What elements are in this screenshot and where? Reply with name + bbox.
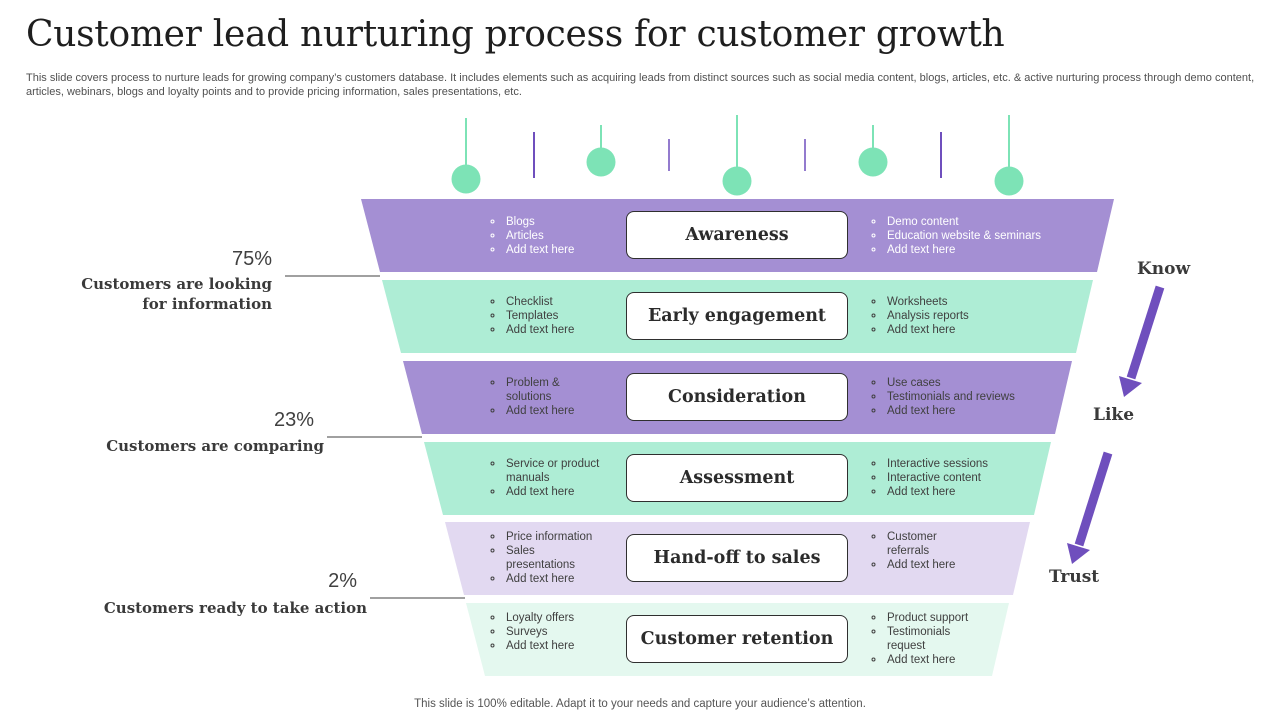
arrow-know-to-like [1119, 285, 1165, 397]
pin-dot [586, 147, 616, 177]
list-item: Add text here [504, 243, 626, 257]
pin-dot [451, 164, 481, 194]
list-item: Testimonials and reviews [885, 390, 1075, 404]
list-item: Sales presentations [504, 544, 604, 572]
footer-note: This slide is 100% editable. Adapt it to… [414, 698, 866, 710]
pin-dot [858, 147, 888, 177]
list-item: Demo content [885, 215, 1075, 229]
list-item: Interactive content [885, 471, 1075, 485]
stage-retention-label: Customer retention [626, 615, 848, 663]
list-item: Analysis reports [885, 309, 1075, 323]
list-item: Use cases [885, 376, 1075, 390]
retention-right-list: Product support Testimonials request Add… [867, 611, 983, 667]
decorative-pins [451, 115, 1024, 196]
consideration-left-list: Problem & solutions Add text here [486, 376, 580, 418]
list-item: Add text here [504, 572, 604, 586]
side-label-trust: Trust [1049, 567, 1100, 587]
list-item: Worksheets [885, 295, 1075, 309]
list-item: Add text here [504, 485, 622, 499]
stage-assessment-label: Assessment [626, 454, 848, 502]
list-item: Problem & solutions [504, 376, 580, 404]
page-subtitle: This slide covers process to nurture lea… [26, 72, 1255, 98]
list-item: Testimonials request [885, 625, 983, 653]
stat-value: 75% [231, 248, 272, 270]
list-item: Checklist [504, 295, 626, 309]
list-item: Blogs [504, 215, 626, 229]
consideration-right-list: Use cases Testimonials and reviews Add t… [867, 376, 1075, 418]
retention-left-list: Loyalty offers Surveys Add text here [486, 611, 626, 653]
list-item: Add text here [504, 639, 626, 653]
side-label-know: Know [1137, 259, 1191, 279]
pin-dot [994, 166, 1024, 196]
assessment-right-list: Interactive sessions Interactive content… [867, 457, 1075, 499]
early-engagement-left-list: Checklist Templates Add text here [486, 295, 626, 337]
stat-label: Customers are looking for information [81, 275, 272, 313]
list-item: Add text here [885, 558, 965, 572]
arrow-like-to-trust [1067, 451, 1113, 564]
list-item: Add text here [504, 404, 580, 418]
list-item: Add text here [885, 323, 1075, 337]
early-engagement-right-list: Worksheets Analysis reports Add text her… [867, 295, 1075, 337]
stage-early-engagement-label: Early engagement [626, 292, 848, 340]
stage-consideration-label: Consideration [626, 373, 848, 421]
list-item: Add text here [885, 485, 1075, 499]
list-item: Articles [504, 229, 626, 243]
list-item: Service or product manuals [504, 457, 622, 485]
stat-label: Customers ready to take action [103, 599, 367, 617]
list-item: Loyalty offers [504, 611, 626, 625]
hand-off-right-list: Customer referrals Add text here [867, 530, 965, 572]
list-item: Templates [504, 309, 626, 323]
list-item: Product support [885, 611, 983, 625]
awareness-left-list: Blogs Articles Add text here [486, 215, 626, 257]
hand-off-left-list: Price information Sales presentations Ad… [486, 530, 604, 586]
list-item: Customer referrals [885, 530, 965, 558]
list-item: Add text here [885, 653, 983, 667]
list-item: Education website & seminars [885, 229, 1075, 243]
assessment-left-list: Service or product manuals Add text here [486, 457, 622, 499]
page-title: Customer lead nurturing process for cust… [26, 14, 1005, 55]
stage-awareness-label: Awareness [626, 211, 848, 259]
list-item: Add text here [885, 243, 1075, 257]
side-label-like: Like [1093, 405, 1135, 425]
list-item: Surveys [504, 625, 626, 639]
stat-value: 23% [273, 409, 314, 431]
stage-hand-off-label: Hand-off to sales [626, 534, 848, 582]
stat-label: Customers are comparing [106, 437, 324, 455]
pin-dot [722, 166, 752, 196]
list-item: Price information [504, 530, 604, 544]
list-item: Interactive sessions [885, 457, 1075, 471]
awareness-right-list: Demo content Education website & seminar… [867, 215, 1075, 257]
stat-value: 2% [328, 570, 357, 592]
list-item: Add text here [885, 404, 1075, 418]
list-item: Add text here [504, 323, 626, 337]
